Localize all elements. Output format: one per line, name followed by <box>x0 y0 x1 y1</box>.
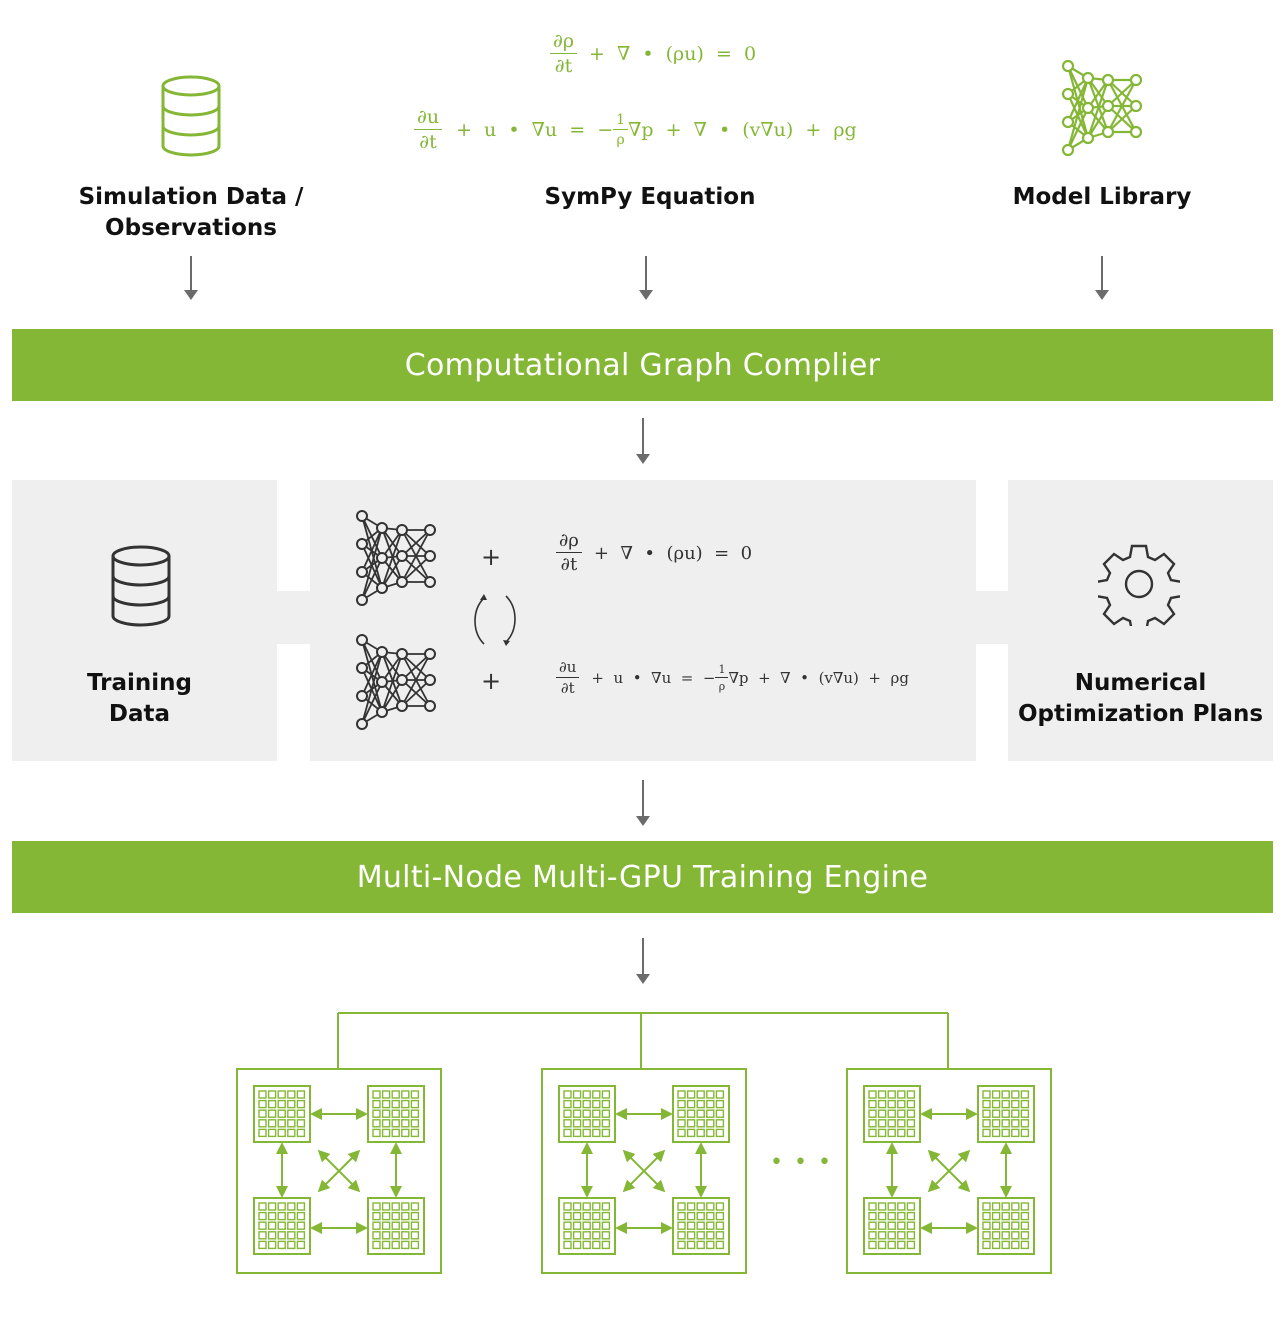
gpu-chip-icon <box>863 1085 921 1143</box>
neural-network-icon <box>356 510 436 606</box>
eq-rest: + ∇ • (ρu) = 0 <box>589 43 757 65</box>
gpu-node-2 <box>541 1068 747 1274</box>
arrow-down <box>636 418 650 464</box>
eq-part2: + u • ∇u = − <box>456 119 614 141</box>
numerical-optimization-label: Numerical Optimization Plans <box>1008 668 1273 730</box>
gpu-chip-icon <box>672 1085 730 1143</box>
eq-num: ∂u <box>556 660 580 678</box>
sympy-continuity-equation: ∂ρ∂t + ∇ • (ρu) = 0 <box>550 32 756 76</box>
continuity-equation: ∂ρ∂t + ∇ • (ρu) = 0 <box>556 532 752 574</box>
sympy-equation-label: SymPy Equation <box>544 184 756 210</box>
simulation-label-line2: Observations <box>105 215 277 241</box>
gpu-node-1 <box>236 1068 442 1274</box>
simulation-label-line1: Simulation Data / <box>78 184 304 210</box>
interconnect-arrow <box>317 1149 361 1193</box>
eq-den: ρ <box>718 680 726 693</box>
gpu-node-diagram <box>863 1085 1035 1255</box>
cycle-arrows-icon <box>474 594 516 646</box>
database-icon <box>161 75 221 157</box>
gpu-chip-icon <box>977 1197 1035 1255</box>
gpu-chip-icon <box>253 1085 311 1143</box>
gpu-chip-icon <box>558 1085 616 1143</box>
connector-left <box>277 591 310 644</box>
arrow-down <box>184 256 198 300</box>
training-label-line1: Training <box>86 670 192 696</box>
model-equations-panel <box>310 480 976 761</box>
neural-network-icon <box>356 634 436 730</box>
eq-num: 1 <box>715 664 729 678</box>
computational-graph-compiler-bar: Computational Graph Complier <box>12 329 1273 401</box>
interconnect-arrow <box>927 1149 971 1193</box>
database-icon <box>111 545 171 627</box>
gear-icon <box>1098 544 1180 626</box>
gpu-node-diagram <box>253 1085 425 1255</box>
sympy-momentum-equation: ∂u∂t + u • ∇u = − 1 ρ ∇p + ∇ • (v∇u) + ρg <box>414 108 857 152</box>
cluster-connector <box>337 1012 949 1070</box>
arrow-down <box>636 780 650 826</box>
eq-den: ρ <box>616 132 625 148</box>
eq-part3: ∇p + ∇ • (v∇u) + ρg <box>728 669 909 687</box>
eq-rest: + ∇ • (ρu) = 0 <box>593 542 753 564</box>
training-engine-bar: Multi-Node Multi-GPU Training Engine <box>12 841 1273 913</box>
gpu-chip-icon <box>863 1197 921 1255</box>
eq-num: 1 <box>613 113 629 130</box>
more-nodes-ellipsis: • • • <box>770 1150 833 1175</box>
training-label-line2: Data <box>108 701 171 727</box>
gpu-chip-icon <box>253 1197 311 1255</box>
neural-network-icon <box>1061 59 1143 157</box>
plus-sign: + <box>481 667 502 695</box>
model-library-label: Model Library <box>1012 184 1192 210</box>
numerical-optimization-panel <box>1008 480 1273 761</box>
interconnect-arrow <box>622 1149 666 1193</box>
gpu-node-3 <box>846 1068 1052 1274</box>
eq-num: ∂ρ <box>556 532 582 553</box>
eq-den: ∂t <box>560 679 575 697</box>
gpu-chip-icon <box>558 1197 616 1255</box>
numerical-label-line2: Optimization Plans <box>1017 701 1264 727</box>
plus-sign: + <box>481 543 502 571</box>
eq-num: ∂ρ <box>550 32 577 54</box>
simulation-data-label: Simulation Data / Observations <box>60 182 322 244</box>
training-data-label: Training Data <box>12 668 267 730</box>
gpu-node-diagram <box>558 1085 730 1255</box>
arrow-down <box>639 256 653 300</box>
eq-den: ∂t <box>419 131 437 153</box>
eq-part2: + u • ∇u = − <box>591 669 716 687</box>
gpu-chip-icon <box>367 1085 425 1143</box>
connector-right <box>976 591 1008 644</box>
gpu-chip-icon <box>367 1197 425 1255</box>
arrow-down <box>1095 256 1109 300</box>
numerical-label-line1: Numerical <box>1074 670 1207 696</box>
gpu-chip-icon <box>977 1085 1035 1143</box>
eq-part3: ∇p + ∇ • (v∇u) + ρg <box>628 119 857 141</box>
arrow-down <box>636 938 650 984</box>
training-data-panel <box>12 480 277 761</box>
eq-den: ∂t <box>554 55 573 77</box>
eq-den: ∂t <box>560 554 578 575</box>
gpu-chip-icon <box>672 1197 730 1255</box>
momentum-equation: ∂u∂t + u • ∇u = − 1 ρ ∇p + ∇ • (v∇u) + ρg <box>556 660 909 696</box>
eq-num: ∂u <box>414 108 443 130</box>
